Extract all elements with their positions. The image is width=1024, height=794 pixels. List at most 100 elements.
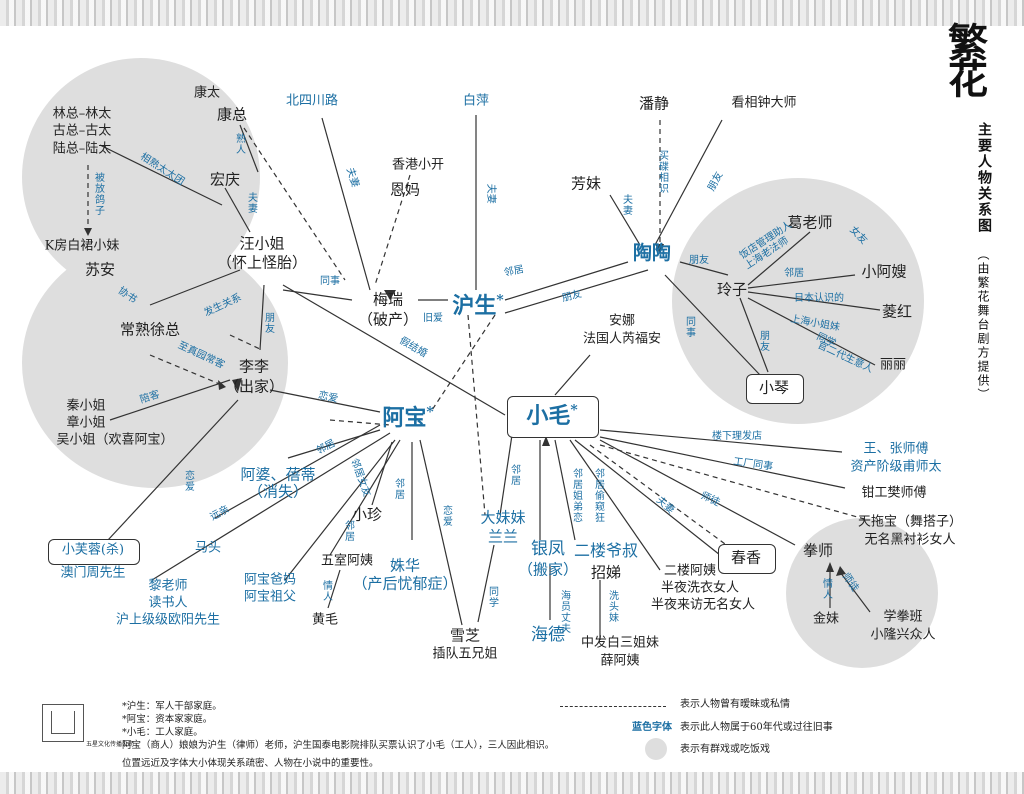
node-ge: 葛老师: [787, 213, 833, 232]
label-tongxue-xuezhi: 同学: [486, 586, 498, 608]
node-wangzhang: 王、张师傅: [863, 441, 929, 457]
node-visitor-woman: 半夜来访无名女人: [650, 597, 756, 613]
group-disc-quanshi: [786, 518, 938, 668]
footnote-husheng: *沪生：军人干部家庭。: [122, 701, 222, 712]
legend-dashed-line: [560, 706, 666, 707]
node-apo: 阿婆、蓓蒂: [240, 465, 316, 484]
node-shitai: 资产阶级甫师太: [850, 459, 942, 475]
node-anna: 安娜: [608, 313, 636, 329]
label-xitoumei: 洗头妹: [606, 590, 618, 623]
xiaofurong-box: [48, 539, 140, 565]
node-lu: 陆总–陆太: [52, 141, 112, 157]
node-li-teacher: 黎老师: [148, 578, 188, 594]
company-name: 五星文化传播公司: [86, 741, 135, 748]
node-aomen: 澳门周先生: [60, 565, 126, 581]
page-title: 主要人物关系图: [976, 122, 992, 234]
node-hongqing: 宏庆: [209, 170, 241, 189]
label-pengyou-lili: 朋友: [262, 312, 274, 334]
node-erlou: 二楼爷叔: [573, 540, 639, 560]
label-pengyou-xiaoqin: 朋友: [757, 330, 769, 352]
footnote-relation: 阿宝（商人）娘娘为沪生（律师）老师，沪生国泰电影院排队买票认识了小毛（工人），三…: [122, 740, 555, 751]
node-kangzong: 康总: [216, 105, 248, 124]
node-qin: 秦小姐: [66, 398, 106, 414]
footnote-xiaomao: *小毛：工人家庭。: [122, 727, 203, 738]
node-beisichuan: 北四川路: [285, 93, 339, 109]
node-fangmei: 芳妹: [570, 174, 602, 193]
node-xuezhi-note: 插队五兄姐: [432, 646, 498, 662]
node-yinfeng-note: （搬家）: [517, 560, 579, 579]
label-linju-jiedi: 邻居姐弟恋: [570, 468, 582, 523]
node-k-sister: K房白裙小妹: [44, 238, 120, 254]
node-abao-grandpa: 阿宝祖父: [243, 589, 297, 605]
node-meirui-note: （破产）: [357, 310, 419, 329]
label-linju-xiaoasao: 邻居: [784, 268, 804, 279]
node-wang: 汪小姐: [239, 234, 285, 253]
node-li-ouyang: 沪上级级欧阳先生: [115, 612, 221, 628]
label-tongshi-xiaoqin: 同事: [683, 316, 695, 338]
node-xiaofurong: 小芙蓉(杀): [61, 542, 125, 558]
node-xiaomao: 小毛*: [526, 402, 578, 430]
legend-blue-sample: 蓝色字体: [632, 722, 672, 733]
node-xuequanban: 学拳班: [883, 609, 923, 625]
node-jinmei: 金妹: [812, 611, 840, 627]
group-disc-lili: [22, 238, 288, 488]
node-black-shirt: 无名黑衬衫女人: [864, 532, 956, 548]
node-washing-woman: 半夜洗衣女人: [660, 580, 740, 596]
legend-dashed-text: 表示人物曾有暧昧或私情: [680, 699, 790, 710]
node-changshu: 常熟徐总: [119, 320, 181, 339]
node-zhang: 章小姐: [66, 415, 106, 431]
node-huangmao: 黄毛: [311, 612, 339, 628]
label-qingren: 情人: [320, 580, 332, 602]
label-pengyou-lingzi: 朋友: [689, 255, 709, 266]
node-meirui: 梅瑞: [372, 290, 404, 309]
chunxiang-box: [718, 544, 776, 574]
label-qingren-jinmei: 情人: [820, 578, 832, 600]
title-logo: 繁花: [941, 22, 988, 94]
node-zhaodi: 招娣: [590, 563, 622, 582]
label-fuqi-wang: 夫妻: [245, 192, 257, 214]
node-anna-fr: 法国人芮福安: [582, 331, 662, 347]
company-logo: [42, 704, 84, 742]
node-lin: 林总–林太: [52, 106, 112, 122]
label-loudi: 楼下理发店: [712, 431, 762, 442]
label-fuqi-fangmei: 夫妻: [620, 194, 632, 216]
node-abao-parents: 阿宝爸妈: [243, 572, 297, 588]
label-riben: 日本认识的: [794, 293, 844, 304]
node-erlou-ayi: 二楼阿姨: [663, 563, 717, 579]
node-lanlan: 兰兰: [487, 527, 519, 546]
label-linju-dameimei: 邻居: [508, 464, 520, 486]
footnote-layout: 位置远近及字体大小体现关系疏密、人物在小说中的重要性。: [122, 758, 379, 769]
label-shuren: 熟人: [233, 133, 245, 155]
node-baiping: 白萍: [462, 93, 490, 109]
node-lingzi: 玲子: [716, 280, 748, 299]
label-linju-toukui: 邻居偷窥狂: [592, 468, 604, 523]
xiaoqin-box: [746, 374, 804, 404]
node-enma: 恩妈: [389, 180, 421, 199]
node-quanshi: 拳师: [802, 541, 834, 560]
label-linju-xiaozhen: 邻居: [392, 478, 404, 500]
footnote-abao: *阿宝：资本家家庭。: [122, 714, 213, 725]
node-husheng: 沪生*: [452, 292, 504, 320]
node-linghong: 菱红: [881, 302, 913, 321]
node-zhongfa: 中发白三姐妹: [580, 635, 660, 651]
bottom-ornamental-border: [0, 772, 1024, 794]
xiaomao-box: [507, 396, 599, 438]
node-xuezhi: 雪芝: [449, 626, 481, 645]
node-xiaoasao: 小阿嫂: [861, 262, 907, 281]
label-linju-wushi: 邻居: [342, 520, 354, 542]
label-fuqi-baiping: 夫妻: [484, 183, 496, 204]
node-meihua-note: （产后忧郁症）: [352, 574, 458, 593]
node-xiaolongxing: 小隆兴众人: [870, 627, 936, 643]
node-wang-note: （怀上怪胎）: [216, 253, 308, 272]
node-apo-note: （消失）: [247, 482, 309, 501]
node-dameimei: 大妹妹: [480, 508, 526, 527]
node-wushi: 五室阿姨: [320, 553, 374, 569]
node-hk-kai: 香港小开: [391, 157, 445, 173]
label-lianai-furong: 恋爱: [182, 470, 194, 492]
legend-disc: [645, 738, 667, 760]
legend-disc-text: 表示有群戏或吃饭戏: [680, 744, 770, 755]
node-tiantuo: 天拖宝（舞搭子）: [857, 514, 963, 530]
node-lili: 李李: [238, 357, 270, 376]
legend-blue-text: 表示此人物属于60年代或过往旧事: [680, 722, 833, 733]
page-subtitle: （由繁花舞台剧方提供）: [976, 248, 990, 402]
